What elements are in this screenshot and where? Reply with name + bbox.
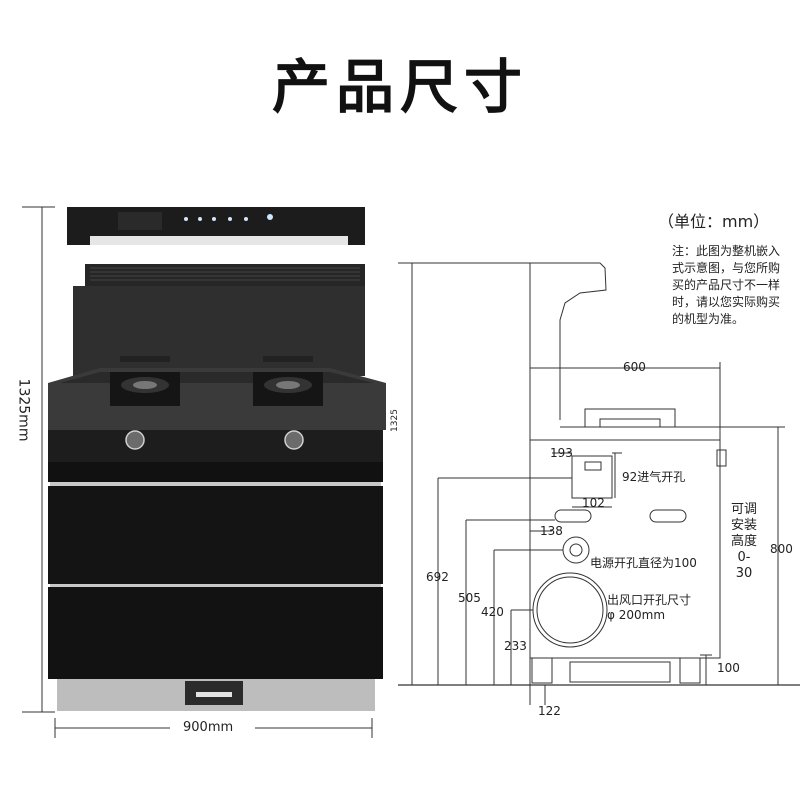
height-1325-label: 1325 [389, 409, 400, 432]
drawer-upper [48, 486, 383, 584]
outlet-label-line1: 出风口开孔尺寸 [607, 593, 692, 607]
page-title: 产品尺寸 [271, 53, 528, 121]
dim-420-label: 420 [481, 605, 504, 619]
dim-800-label: 800 [770, 542, 793, 556]
dim-138-label: 138 [540, 524, 563, 538]
unit-label: （单位：mm） [658, 212, 770, 231]
side-schematic [529, 262, 727, 685]
vent-grill [85, 264, 365, 286]
dim-bottom-width [54, 718, 373, 738]
knob-left [125, 430, 145, 450]
knob-right [284, 430, 304, 450]
back-panel [73, 286, 365, 376]
burner-right [253, 356, 323, 406]
drawer-lower [48, 587, 383, 679]
dim-600-label: 600 [623, 360, 646, 374]
adjust-height-label: 可调安装高度0-30 [730, 502, 757, 581]
dim-233-label: 233 [504, 639, 527, 653]
note-text: 注：此图为整机嵌入式示意图，与您所购买的产品尺寸不一样时，请以您实际购买的机型为… [672, 244, 781, 326]
width-label: 900mm [183, 720, 234, 735]
dim-193-label: 193 [550, 446, 573, 460]
dim-left-height [22, 206, 55, 713]
dim-692-label: 692 [426, 570, 449, 584]
power-hole-label: 电源开孔直径为100 [590, 556, 697, 570]
dim-505-label: 505 [458, 591, 481, 605]
dim-122-label: 122 [538, 704, 561, 718]
dim-102-label: 102 [582, 496, 605, 510]
hood-light [90, 236, 348, 245]
outlet-label-line2: φ 200mm [607, 608, 666, 622]
control-strip [48, 430, 383, 462]
air-inlet-label: 92进气开孔 [622, 470, 686, 484]
total-height-label: 1325mm [15, 378, 32, 442]
burner-left [110, 356, 180, 406]
dim-100-label: 100 [717, 661, 740, 675]
